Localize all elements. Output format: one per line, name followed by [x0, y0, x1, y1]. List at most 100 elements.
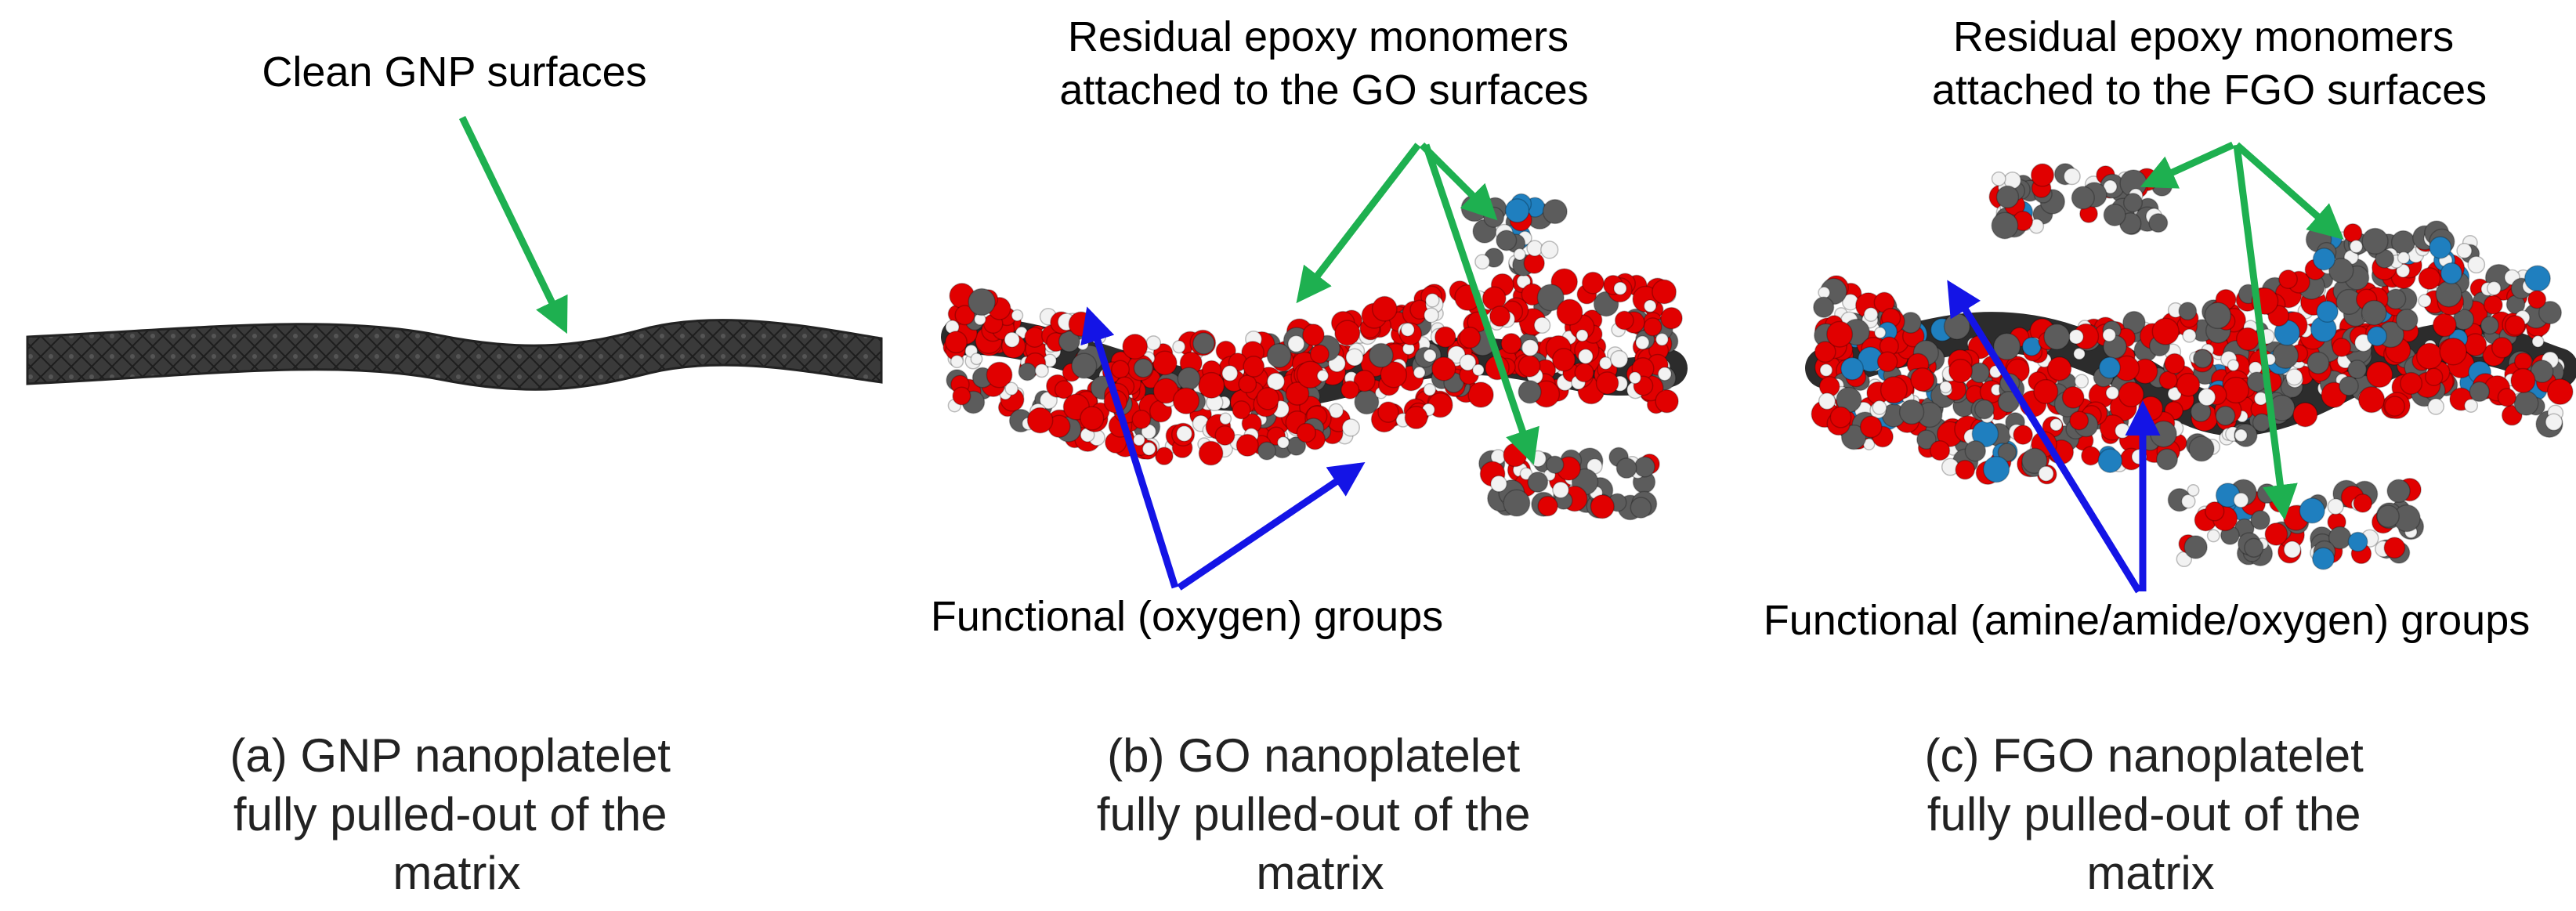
atom: [2299, 497, 2325, 524]
atom: [1643, 317, 1662, 337]
atom: [2030, 163, 2055, 187]
atom: [2347, 531, 2368, 552]
green-arrow: [1296, 143, 1421, 304]
atom: [2244, 537, 2264, 558]
atom: [1872, 399, 1887, 415]
atom: [2467, 255, 2486, 274]
atom: [1471, 363, 1485, 377]
atom: [1590, 494, 1615, 519]
atom: [2198, 388, 2216, 407]
atom: [2235, 327, 2260, 351]
atom: [2384, 396, 2405, 417]
atom: [1551, 348, 1576, 372]
atom: [950, 354, 964, 369]
atom: [2272, 342, 2299, 370]
atom: [2068, 329, 2084, 345]
atom: [1652, 279, 1677, 305]
atom: [2332, 338, 2352, 357]
atom: [1490, 475, 1507, 493]
green-arrow: [2140, 141, 2234, 189]
atom: [1141, 442, 1156, 456]
atom: [2256, 483, 2278, 504]
annotation-residual-epoxy-fgo: Residual epoxy monomers attached to the …: [1932, 13, 2487, 114]
atom: [1536, 284, 1565, 312]
atom: [2396, 263, 2411, 278]
atom: [1898, 399, 1925, 425]
atom: [1214, 425, 1236, 446]
atom: [1542, 199, 1568, 225]
atom: [2339, 375, 2359, 396]
atom: [2103, 203, 2126, 226]
atom: [2105, 385, 2120, 400]
atom: [1634, 456, 1655, 478]
atom: [2033, 378, 2059, 404]
atom: [1424, 292, 1440, 308]
atom: [1080, 406, 1105, 431]
atom: [1628, 371, 1642, 385]
atom: [1198, 440, 1224, 466]
atom: [1643, 299, 1657, 313]
atom: [2418, 267, 2441, 291]
atom: [1276, 436, 1290, 449]
atom: [2050, 418, 2063, 432]
atom: [1198, 371, 1225, 399]
atom: [944, 331, 968, 354]
atom: [1655, 332, 1669, 346]
atom: [954, 305, 975, 326]
atom: [1243, 355, 1265, 378]
atom: [1526, 240, 1543, 257]
atom: [2215, 405, 2236, 426]
atom: [2491, 337, 2513, 359]
atom: [2415, 342, 2444, 370]
atom: [1813, 296, 1835, 318]
green-arrow: [1419, 142, 1498, 221]
green-arrow: [2233, 144, 2298, 520]
atom: [1004, 381, 1018, 396]
atom: [1574, 362, 1594, 383]
atom: [1459, 353, 1477, 371]
atom: [2148, 213, 2169, 233]
atom: [1939, 380, 1952, 394]
atom: [1131, 410, 1152, 429]
atom: [1302, 324, 1325, 346]
green-arrow: [458, 116, 568, 334]
atom: [1340, 380, 1360, 399]
atom: [1660, 306, 1683, 330]
atom: [2178, 302, 2198, 321]
atom: [1518, 354, 1541, 378]
atom: [2361, 227, 2389, 255]
atom: [1540, 240, 1559, 259]
atom: [2524, 265, 2551, 292]
atom: [1577, 349, 1594, 364]
atom: [1552, 481, 1570, 499]
atom: [1826, 320, 1854, 348]
atom: [1500, 333, 1522, 355]
atom: [1423, 383, 1437, 396]
atom: [2204, 302, 2232, 330]
atom: [1177, 367, 1201, 391]
atom: [2073, 347, 2086, 360]
atom: [1122, 334, 1149, 360]
atom: [1635, 335, 1650, 350]
atom: [2311, 547, 2335, 570]
atom: [2081, 446, 2101, 466]
atom: [1655, 389, 1679, 414]
atom: [2114, 422, 2131, 439]
atom: [2327, 497, 2344, 515]
atom: [2192, 349, 2212, 369]
atom: [1316, 369, 1330, 382]
atom: [1518, 380, 1542, 404]
atom: [1943, 313, 1971, 340]
atom: [2234, 428, 2248, 443]
atom: [1377, 401, 1399, 423]
atom: [1309, 344, 1330, 364]
atom: [1345, 348, 1364, 367]
atom: [2097, 448, 2123, 473]
atom: [1614, 310, 1634, 331]
atom: [2418, 294, 2432, 308]
atom: [1172, 340, 1186, 354]
atom: [2347, 360, 2368, 379]
atom: [1423, 349, 1437, 363]
atom: [1404, 405, 1428, 430]
